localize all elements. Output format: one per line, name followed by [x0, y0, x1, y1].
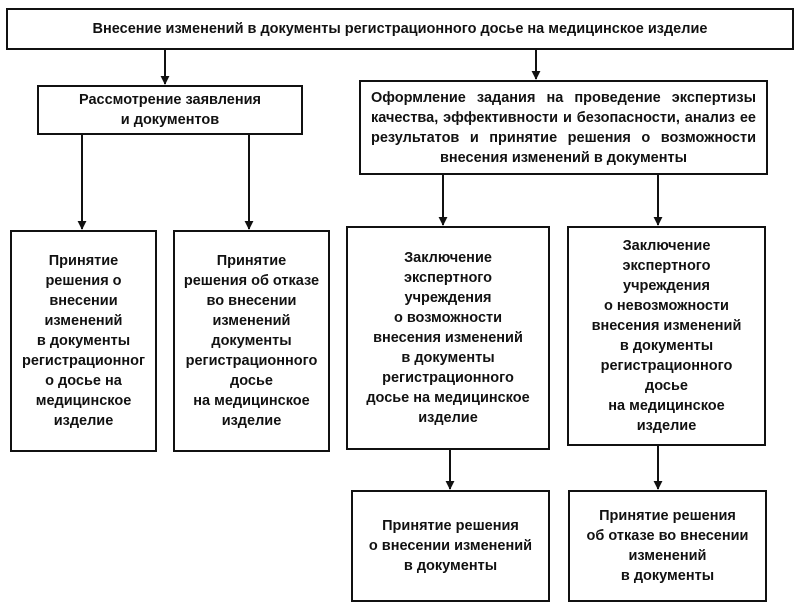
node-conclusion-impossible-text: Заключение экспертного учреждения о нево…: [591, 238, 742, 434]
node-conclusion-impossible: Заключение экспертного учреждения о нево…: [567, 226, 766, 446]
node-conclusion-possible-text: Заключение экспертного учреждения о возм…: [366, 250, 530, 426]
node-conclusion-possible: Заключение экспертного учреждения о возм…: [346, 226, 550, 450]
node-root-text: Внесение изменений в документы регистрац…: [92, 21, 708, 37]
node-decision-accept-text: Принятие решения о внесении изменений в …: [368, 518, 533, 574]
node-accept: Принятие решения о внесении изменений в …: [10, 230, 157, 452]
node-decision-refuse: Принятие решения об отказе во внесении и…: [568, 490, 767, 602]
node-review-text: Рассмотрение заявления и документов: [79, 92, 261, 128]
node-root: Внесение изменений в документы регистрац…: [6, 8, 794, 50]
node-refuse: Принятие решения об отказе во внесении и…: [173, 230, 330, 452]
node-accept-text: Принятие решения о внесении изменений в …: [21, 253, 146, 429]
node-expertise: Оформление задания на проведение эксперт…: [359, 80, 768, 175]
node-refuse-text: Принятие решения об отказе во внесении и…: [183, 253, 320, 429]
node-decision-refuse-text: Принятие решения об отказе во внесении и…: [586, 508, 749, 584]
node-expertise-text: Оформление задания на проведение эксперт…: [371, 89, 756, 166]
node-review: Рассмотрение заявления и документов: [37, 85, 303, 135]
node-decision-accept: Принятие решения о внесении изменений в …: [351, 490, 550, 602]
